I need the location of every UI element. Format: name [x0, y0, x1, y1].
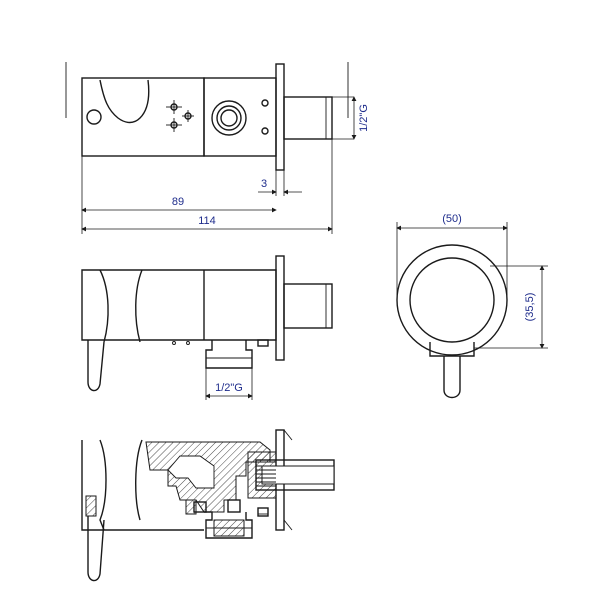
side-thread-label: 1/2"G [215, 382, 243, 394]
front-view: 1/2"G [81, 255, 333, 400]
end-view: (50) (35,5) [396, 213, 548, 399]
thread-marks [256, 461, 276, 487]
top-thread-label: 1/2"G [358, 104, 370, 132]
height-ref-label: (35,5) [524, 293, 536, 322]
flange-thickness-label: 3 [261, 178, 267, 190]
diameter-label: (50) [442, 213, 462, 225]
screw-hole-group [166, 100, 194, 132]
overall-length-label: 114 [198, 215, 216, 227]
section-view [81, 429, 335, 582]
body-length-label: 89 [172, 196, 184, 208]
top-view: 1/2"G 3 89 114 [65, 62, 370, 234]
